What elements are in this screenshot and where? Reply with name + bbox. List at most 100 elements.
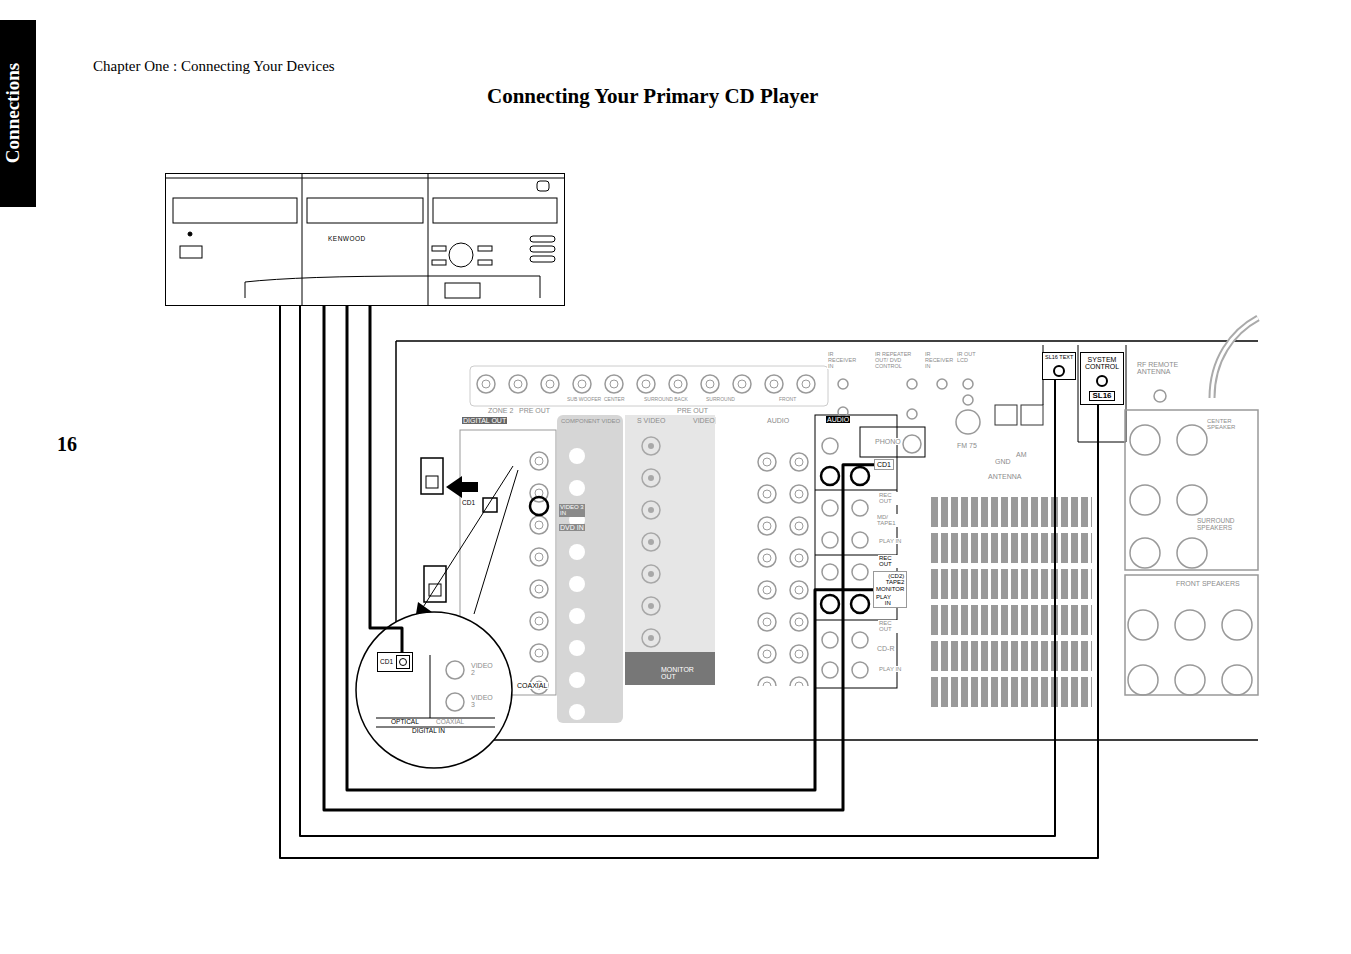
jack — [446, 693, 464, 711]
panel-label: SURROUND SPEAKERS — [1196, 518, 1244, 532]
panel-label: CENTER — [603, 397, 626, 402]
power-led — [188, 232, 192, 236]
monitor-out-panel — [625, 652, 715, 685]
panel-label: FRONT SPEAKERS — [1175, 580, 1241, 587]
pointer-arrow — [446, 476, 478, 498]
connection-cable — [347, 306, 873, 790]
heatsink — [930, 495, 1092, 707]
panel-label: IR OUT LCD — [956, 352, 980, 364]
disc-tray — [433, 198, 557, 223]
button — [432, 260, 446, 265]
jack — [822, 500, 838, 516]
panel-label: PHONO — [874, 438, 902, 445]
panel-label: IR RECEIVER IN — [827, 352, 859, 369]
node-text: SL16 — [1089, 391, 1114, 401]
panel-label: SURROUND BACK — [643, 397, 689, 402]
cd1-jack — [851, 467, 869, 485]
jog-dial — [449, 243, 473, 267]
power-button — [180, 246, 202, 258]
cd1-optical-input: CD1 — [377, 652, 413, 672]
am-terminal — [995, 405, 1017, 425]
panel-label: S VIDEO — [636, 417, 666, 424]
optical-plug-icon — [426, 476, 438, 488]
panel-label: REC OUT — [878, 620, 904, 633]
panel-label: VIDEO 2 — [470, 662, 494, 677]
component-video-panel — [557, 415, 623, 723]
slot — [445, 283, 480, 298]
front-panel-edge — [245, 276, 540, 298]
panel-label: VIDEO 3 IN — [559, 504, 585, 517]
panel-label: FRONT — [778, 397, 797, 402]
panel-label: PRE OUT — [518, 407, 551, 414]
audio-jack-group — [821, 438, 869, 678]
panel-label: MD/ TAPE1 — [876, 514, 902, 527]
connection-cable — [280, 306, 1098, 858]
connection-cable — [324, 306, 874, 810]
terminal — [1175, 665, 1205, 695]
audio-input-panel — [815, 415, 897, 688]
node-text: (CD2) TAPE2 MONITOR — [876, 573, 904, 592]
jack — [852, 532, 868, 548]
jack — [852, 500, 868, 516]
panel-label: VIDEO 3 — [470, 694, 494, 709]
jack — [822, 564, 838, 580]
button — [537, 181, 549, 191]
terminal — [1130, 485, 1160, 515]
button — [432, 246, 446, 251]
panel-label: PLAY IN — [878, 666, 902, 672]
panel-label: CENTER SPEAKER — [1206, 418, 1244, 431]
ir-jack — [937, 379, 947, 389]
panel-label: FM 75 — [956, 442, 978, 449]
jack-icon — [1096, 375, 1108, 387]
terminal — [1222, 665, 1252, 695]
optical-jack-icon — [396, 655, 410, 669]
connection-cable — [370, 306, 402, 652]
panel-label: PLAY IN — [878, 538, 902, 544]
cd1-analog-input: CD1 — [874, 459, 894, 470]
antenna-cable — [1212, 318, 1258, 398]
optical-plug-icon — [424, 566, 446, 602]
panel-label: DVD IN — [559, 524, 585, 531]
terminal — [1177, 538, 1207, 568]
panel-label: COAXIAL — [435, 719, 465, 726]
terminal — [1177, 425, 1207, 455]
magnifier-circle — [356, 612, 512, 768]
jack — [852, 632, 868, 648]
terminal — [1130, 538, 1160, 568]
s-video-jacks — [635, 430, 667, 650]
pre-out-jacks — [470, 366, 828, 406]
ir-jack — [963, 395, 973, 405]
audio-jacks — [751, 446, 815, 686]
page-label: 16 — [56, 434, 78, 455]
sl16-text-jack: SL16 TEXT — [1042, 352, 1076, 380]
jack — [822, 438, 838, 454]
speaker-panel — [1125, 575, 1258, 695]
jack — [852, 662, 868, 678]
speaker-terminals — [1125, 410, 1258, 695]
tape2-jack — [821, 595, 839, 613]
node-text: CD1 — [877, 461, 891, 468]
panel-label: OPTICAL — [390, 719, 420, 726]
receiver-rear-panel — [396, 341, 1258, 740]
page-label: Chapter One : Connecting Your Devices — [92, 59, 336, 75]
terminal — [1175, 610, 1205, 640]
page-title: Connecting Your Primary CD Player — [487, 84, 818, 109]
disc-tray — [307, 198, 423, 223]
cd-player-drawing — [165, 173, 565, 306]
jack — [822, 532, 838, 548]
section-tab-label: Connections — [2, 19, 38, 208]
optical-port — [399, 658, 407, 666]
button — [530, 256, 555, 262]
digital-out-icons — [414, 458, 478, 636]
optical-plug-icon — [421, 458, 443, 494]
ground-terminal — [903, 435, 921, 453]
jack — [822, 632, 838, 648]
ir-jack — [963, 379, 973, 389]
node-text: SL16 TEXT — [1045, 355, 1073, 361]
terminal — [1130, 425, 1160, 455]
terminal — [1177, 485, 1207, 515]
phono-box — [860, 427, 925, 457]
component-jacks — [562, 440, 592, 720]
